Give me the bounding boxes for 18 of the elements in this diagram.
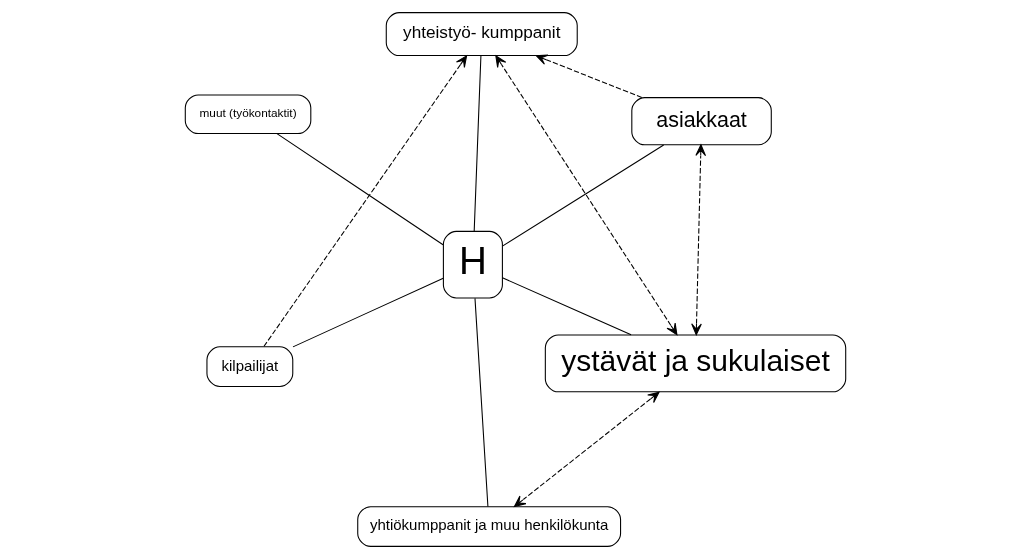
arrow [263,55,468,347]
arrow [535,54,643,99]
connector [474,297,489,507]
connector [292,277,444,348]
node-box: yhteistyö- kumppanit [385,12,578,57]
node-box: yhtiökumppanit ja muu henkilökunta [357,506,622,547]
connector [501,277,632,336]
connector [276,133,444,246]
arrow [495,55,678,336]
connector [502,144,665,247]
node-box: asiakkaat [631,97,772,146]
node-box: kilpailijat [206,346,294,387]
connector [473,55,482,232]
node-box: H [442,230,503,299]
node-box: ystävät ja sukulaiset [544,334,847,393]
arrow [691,144,707,336]
arrow [513,391,660,508]
node-box: muut (työkontaktit) [184,94,312,135]
